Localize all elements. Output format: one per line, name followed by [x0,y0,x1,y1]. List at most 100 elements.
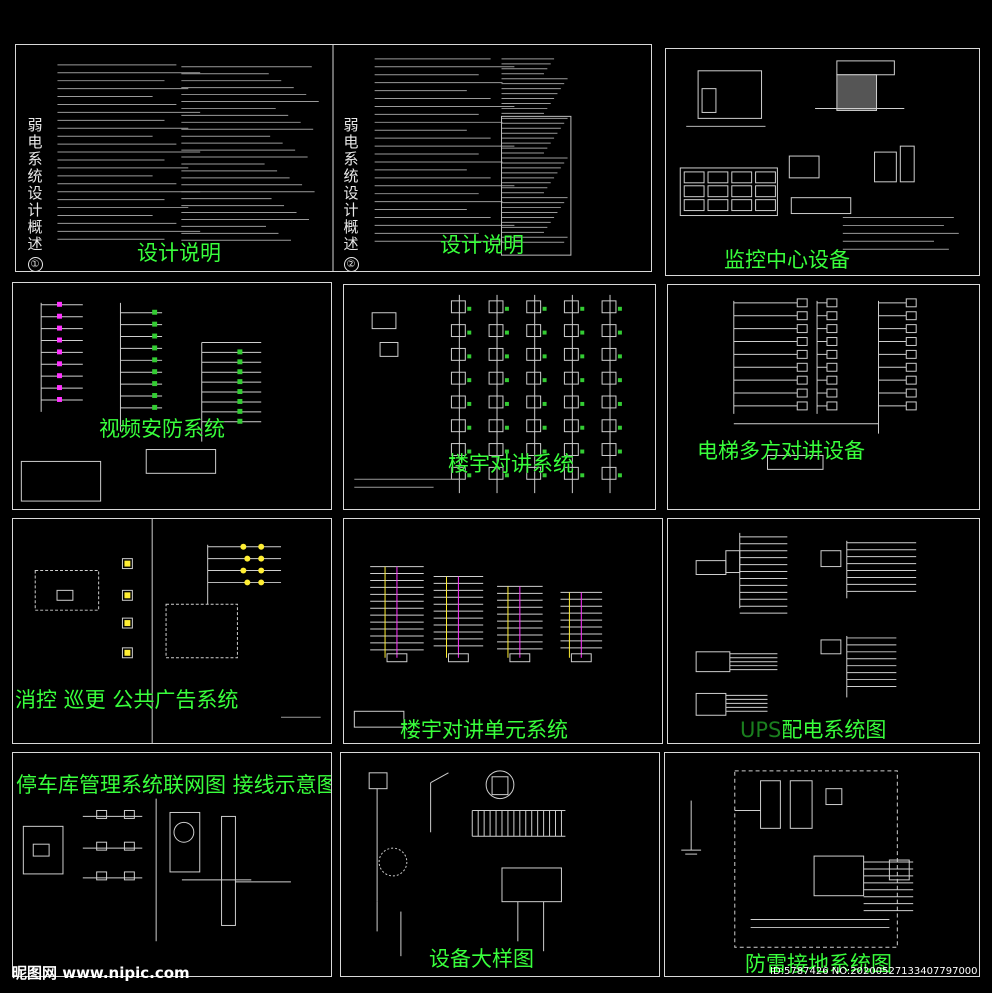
handset-box [796,401,808,411]
caption-intercom-unit: 楼宇对讲单元系统 [400,718,568,742]
status-marker [467,378,472,383]
intercom-unit [601,395,617,409]
intercom-unit [563,371,579,385]
speaker-marker [240,567,247,574]
status-marker [467,330,472,335]
speaker-marker [258,543,265,550]
speaker-marker [244,555,251,562]
status-marker [617,425,622,430]
intercom-unit [526,347,542,361]
intercom-unit [601,347,617,361]
intercom-unit [450,395,466,409]
status-marker [467,306,472,311]
handset-box [796,311,808,321]
caption-elevator-intercom: 电梯多方对讲设备 [697,439,865,463]
status-marker [542,330,547,335]
intercom-unit [563,347,579,361]
camera-marker [57,385,62,391]
monitor-screen [683,171,705,184]
intercom-unit [526,395,542,409]
fire-broadcast-diagram [34,519,321,743]
handset-box [796,337,808,346]
device-marker [124,620,131,627]
ups-caption-text: 配电系统图 [781,718,887,742]
status-marker [467,425,472,430]
intercom-unit [526,419,542,433]
monitoring-center-drawing [679,60,959,250]
handset-box [905,324,917,334]
monitor-screen [731,199,753,212]
speaker-marker [258,567,265,574]
intercom-unit [526,443,542,456]
device-marker [124,592,131,599]
status-marker [542,473,547,478]
camera-marker [152,381,158,387]
camera-marker [152,345,158,351]
handset-box [905,298,917,308]
intercom-unit [601,466,617,480]
status-marker [467,354,472,359]
parking-diagram [22,798,291,942]
elevator-intercom-diagram [733,298,917,470]
intercom-unit [488,324,504,338]
intercom-unit [488,466,504,480]
status-marker [504,401,509,406]
camera-marker [57,337,62,343]
intercom-unit [450,347,466,361]
camera-marker [152,404,158,410]
status-marker [542,306,547,311]
camera-marker [57,325,62,331]
camera-marker [152,357,158,363]
intercom-unit [563,443,579,456]
gate-controller [123,809,135,819]
caption-monitoring-center: 监控中心设备 [724,248,850,272]
page-number-badge: ① [27,257,43,271]
monitor-screen [707,185,729,198]
device-marker [124,560,131,567]
camera-marker [57,396,62,402]
handset-box [796,388,808,398]
handset-box [796,375,808,385]
sheet-equipment-detail: 设备大样图 [340,752,660,977]
intercom-unit [488,395,504,409]
intercom-unit [563,395,579,409]
camera-marker [237,418,243,424]
camera-marker [152,369,158,375]
status-marker [617,401,622,406]
device-box [121,647,133,659]
status-marker [580,401,585,406]
status-marker [504,354,509,359]
sheet-fire-broadcast: 消控 巡更 公共广告系统 [12,518,332,744]
camera-marker [237,379,243,385]
sheet-video-security: 视频安防系统 [12,282,332,510]
sheet-building-intercom: 楼宇对讲系统 [343,284,656,510]
handset-box [905,349,917,359]
camera-marker [57,349,62,355]
intercom-unit [563,466,579,480]
intercom-unit [526,324,542,338]
sheet-monitoring-center: 监控中心设备 [665,48,980,276]
handset-box [826,311,838,321]
device-box [121,617,133,629]
intercom-unit [488,347,504,361]
camera-marker [152,333,158,339]
nipic-watermark: 昵图网 www.nipic.com [12,964,190,982]
status-marker [542,425,547,430]
speaker-marker [258,555,265,562]
speaker-marker [258,579,265,586]
camera-marker [237,369,243,375]
camera-marker [57,373,62,379]
monitor-screen [755,171,776,184]
intercom-unit-diagram [353,566,603,728]
page-number-badge: ② [343,257,359,271]
status-marker [467,473,472,478]
gate-controller [123,871,135,881]
monitor-screen [707,199,729,212]
status-marker [504,306,509,311]
intercom-unit [488,300,504,314]
vertical-title-text: 弱电系统设计概述 [27,116,43,253]
image-id-label: ID:5787426 NO:20200527133407797000 [770,966,978,977]
status-marker [542,354,547,359]
equipment-detail-drawing [368,770,566,957]
status-marker [504,425,509,430]
